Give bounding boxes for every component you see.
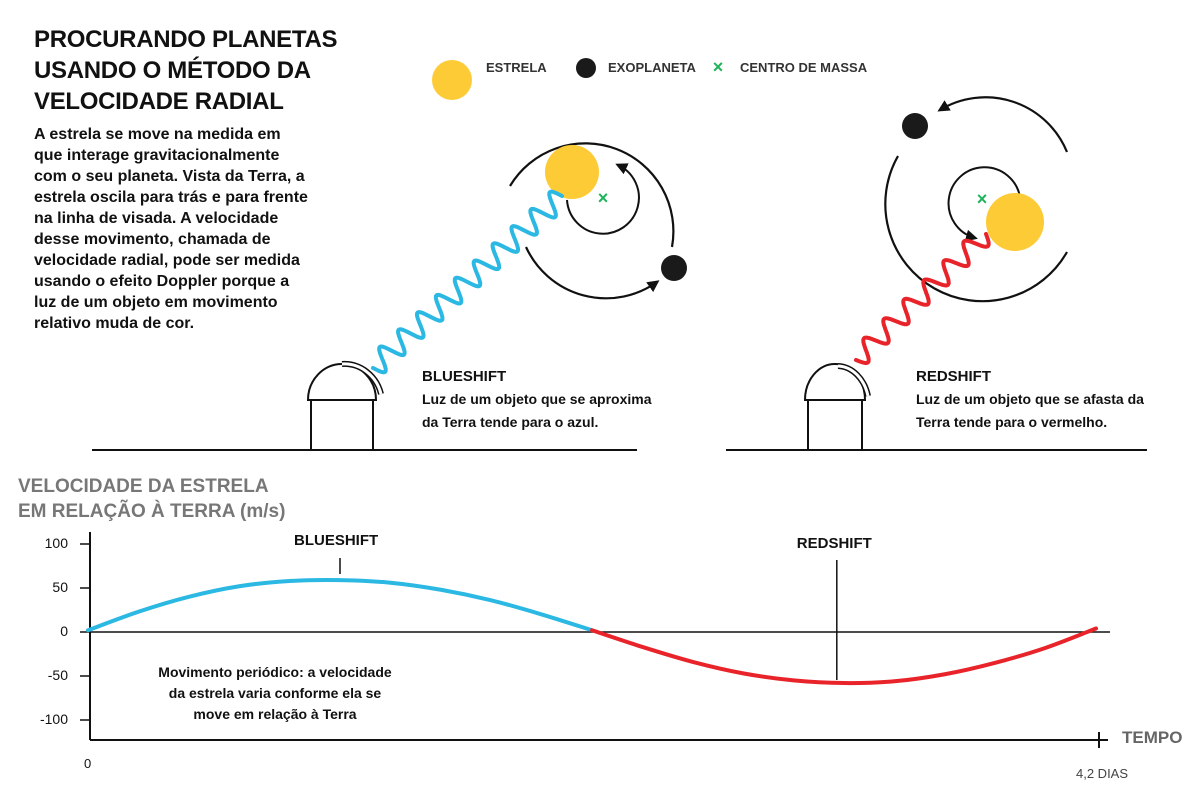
periodic-motion-note: Movimento periódico: a velocidade da est… [130,662,420,725]
star-icon [545,145,599,199]
redshift-title: REDSHIFT [916,368,991,385]
description-line: desse movimento, chamada de [34,231,271,248]
title-line: VELOCIDADE RADIAL [34,88,284,115]
legend-star-icon [432,60,472,100]
note-line: Movimento periódico: a velocidade [158,664,392,680]
exoplanet-icon [902,113,928,139]
legend-exoplanet-label: EXOPLANETA [608,60,696,75]
star-icon [986,193,1044,251]
outer-orbit-arc [884,155,1068,303]
blueshift-title: BLUESHIFT [422,368,507,385]
outer-orbit-arc [509,142,675,248]
y-tick-label: -100 [39,711,68,727]
description-line: relativo muda de cor. [34,315,195,332]
velocity-curve-blue [86,577,594,633]
note-line: da estrela varia conforme ela se [168,685,382,701]
description-line: estrela oscila para trás e para frente [34,189,308,206]
x-axis-title: TEMPO [1122,728,1183,747]
description-line: com o seu planeta. Vista da Terra, a [34,168,305,185]
blueshift-desc-line: Luz de um objeto que se aproxima [422,391,652,407]
x-end-label: 4,2 DIAS [1076,766,1129,781]
description: A estrela se move na medida em que inter… [34,124,364,334]
redshift-orbit-diagram: × [884,96,1069,303]
redshift-description: Luz de um objeto que se afasta da Terra … [916,388,1144,434]
description-line: que interage gravitacionalmente [34,147,280,164]
y-tick-label: 50 [52,579,68,595]
blueshift-orbit-diagram: × [509,142,687,300]
description-line: velocidade radial, pode ser medida [34,252,300,269]
outer-orbit-arc [937,96,1069,153]
velocity-curve-red [590,626,1098,686]
y-axis-label: VELOCIDADE DA ESTRELA EM RELAÇÃO À TERRA… [18,474,285,524]
description-line: na linha de visada. A velocidade [34,210,279,227]
note-line: move em relação à Terra [193,706,357,722]
blueshift-light-wave [371,189,564,375]
blueshift-description: Luz de um objeto que se aproxima da Terr… [422,388,651,434]
exoplanet-icon [661,255,687,281]
redshift-light-wave [854,232,991,365]
title-line: PROCURANDO PLANETAS [34,26,338,53]
description-line: A estrela se move na medida em [34,126,281,143]
redshift-desc-line: Terra tende para o vermelho. [916,414,1108,430]
title-line: USANDO O MÉTODO DA [34,57,311,84]
description-line: usando o efeito Doppler porque a [34,273,290,290]
blueshift-desc-line: da Terra tende para o azul. [422,414,599,430]
inner-orbit-arc [947,166,1021,242]
description-line: luz de um objeto em movimento [34,294,278,311]
legend-center-of-mass-label: CENTRO DE MASSA [740,60,868,75]
y-tick-label: 100 [44,535,68,551]
redshift-annotation-label: REDSHIFT [796,535,872,552]
inner-orbit-arc [566,163,640,235]
legend-planet-icon [576,58,596,78]
blueshift-annotation-label: BLUESHIFT [294,532,379,549]
redshift-desc-line: Luz de um objeto que se afasta da [916,391,1144,407]
center-of-mass-icon: × [977,189,988,209]
outer-orbit-arc [525,246,660,300]
y-tick-label: 0 [60,623,68,639]
y-tick-label: -50 [47,667,68,683]
observatory-icon [803,363,871,451]
observatory-icon [306,360,384,451]
y-axis-label-line: EM RELAÇÃO À TERRA (m/s) [18,501,286,522]
legend-center-icon: × [713,57,724,77]
x-start-label: 0 [84,756,92,771]
legend-star-label: ESTRELA [486,60,547,75]
page-title: PROCURANDO PLANETAS USANDO O MÉTODO DA V… [34,24,364,117]
center-of-mass-icon: × [598,188,609,208]
y-axis-label-line: VELOCIDADE DA ESTRELA [18,476,269,497]
